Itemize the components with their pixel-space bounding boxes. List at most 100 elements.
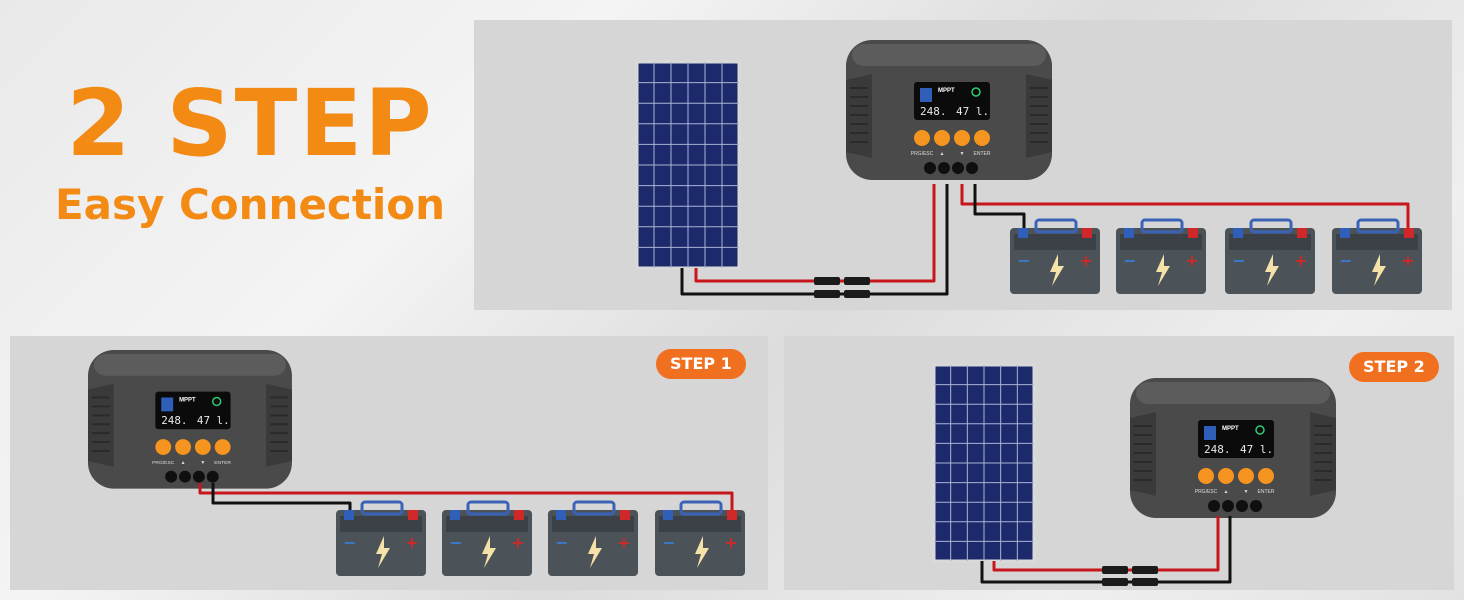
minus-sign: − [555, 533, 568, 552]
controller-button [155, 439, 172, 455]
lightning-icon [1050, 254, 1064, 286]
negative-terminal [1340, 228, 1350, 238]
plus-sign: + [617, 533, 630, 552]
minus-sign: − [343, 533, 356, 552]
battery: −+ [1010, 218, 1100, 294]
lcd-brand: MPPT [938, 88, 955, 94]
button-label: ▲ [181, 461, 186, 466]
terminal-port [924, 162, 936, 174]
negative-terminal [663, 510, 673, 520]
lcd-gauge-icon [211, 396, 222, 407]
minus-sign: − [1017, 251, 1030, 270]
red-wire [960, 184, 1410, 228]
lcd-display [914, 82, 990, 120]
mc4-connector [1102, 578, 1158, 586]
button-label: PRG/ESC [911, 151, 934, 157]
terminal-port [1250, 500, 1262, 512]
negative-terminal [556, 510, 566, 520]
positive-terminal [1297, 228, 1307, 238]
lightning-icon [1265, 254, 1279, 286]
terminal-port [1208, 500, 1220, 512]
minus-sign: − [1339, 251, 1352, 270]
controller-button [914, 130, 930, 146]
terminal-port [938, 162, 950, 174]
terminal-port [179, 470, 191, 483]
lightning-icon [482, 536, 496, 568]
terminal-port [192, 470, 205, 483]
controller-button [974, 130, 990, 146]
terminal-port [966, 162, 978, 174]
lightning-icon [695, 536, 709, 568]
black-wire [211, 483, 352, 510]
terminal-port [952, 162, 964, 174]
mc4-connector [1102, 566, 1158, 574]
solar-panel [635, 60, 741, 270]
terminal-port [1236, 500, 1248, 512]
battery: −+ [1332, 218, 1422, 294]
negative-terminal [1018, 228, 1028, 238]
mc4-connector [814, 290, 870, 298]
button-label: ENTER [214, 460, 231, 466]
positive-terminal [1082, 228, 1092, 238]
battery: −+ [1116, 218, 1206, 294]
lightning-icon [588, 536, 602, 568]
battery: −+ [442, 500, 532, 576]
plus-sign: + [1294, 251, 1307, 270]
negative-terminal [1124, 228, 1134, 238]
controller-button [934, 130, 950, 146]
black-wire [973, 184, 1026, 228]
plus-sign: + [724, 533, 737, 552]
positive-terminal [620, 510, 630, 520]
plus-sign: + [1401, 251, 1414, 270]
positive-terminal [514, 510, 524, 520]
lcd-reading-left: 248. [920, 105, 947, 118]
lcd-reading-right: 47 l. [1240, 443, 1273, 456]
controller-button [194, 439, 211, 455]
battery: −+ [1225, 218, 1315, 294]
button-label: ▼ [960, 151, 965, 157]
solar-panel [932, 363, 1036, 563]
lightning-icon [1156, 254, 1170, 286]
lcd-solar-icon [920, 88, 932, 102]
lcd-reading-left: 248. [161, 414, 187, 427]
battery: −+ [336, 500, 426, 576]
headline: 2 STEP Easy Connection [40, 70, 460, 230]
positive-terminal [408, 510, 418, 520]
step1-badge: STEP 1 [656, 349, 746, 379]
button-label: PRG/ESC [1195, 489, 1218, 495]
controller-button [1258, 468, 1274, 484]
headline-subtitle: Easy Connection [54, 180, 446, 229]
button-label: ▼ [1244, 489, 1249, 495]
controller-button [1218, 468, 1234, 484]
lcd-gauge-icon [971, 87, 981, 97]
controller-button [214, 439, 231, 455]
lcd-solar-icon [161, 397, 174, 412]
button-label: ENTER [1258, 489, 1275, 495]
negative-terminal [1233, 228, 1243, 238]
red-wire [198, 483, 734, 510]
lightning-icon [376, 536, 390, 568]
button-label: ▲ [940, 151, 945, 157]
lcd-brand: MPPT [179, 397, 196, 403]
plus-sign: + [405, 533, 418, 552]
plus-sign: + [1185, 251, 1198, 270]
headline-title: 2 STEP [66, 70, 434, 177]
button-label: ▼ [200, 461, 205, 466]
button-label: ▲ [1224, 489, 1229, 495]
positive-terminal [1188, 228, 1198, 238]
lcd-display [155, 391, 231, 430]
terminal-port [206, 470, 219, 483]
minus-sign: − [449, 533, 462, 552]
negative-terminal [344, 510, 354, 520]
button-label: PRG/ESC [152, 460, 175, 466]
positive-terminal [1404, 228, 1414, 238]
negative-terminal [450, 510, 460, 520]
mc4-connector [814, 277, 870, 285]
minus-sign: − [1232, 251, 1245, 270]
button-label: ENTER [974, 151, 991, 157]
terminal-port [165, 470, 178, 483]
battery: −+ [655, 500, 745, 576]
